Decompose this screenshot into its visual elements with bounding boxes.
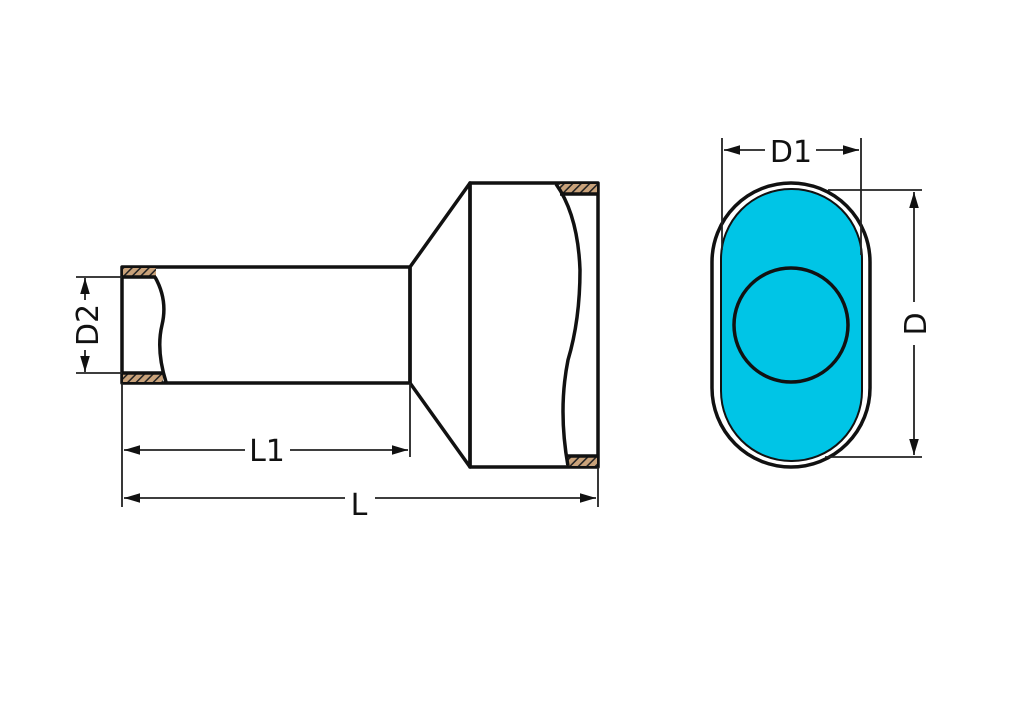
collar-inner-outline — [720, 188, 863, 462]
dimension-d1: D1 — [721, 135, 862, 255]
collar-hatch-bottom — [566, 457, 597, 466]
ferrule-side-view — [120, 181, 600, 469]
label-d1: D1 — [770, 135, 812, 170]
sleeve-hatch-top — [123, 268, 156, 277]
ferrule-front-view — [710, 181, 872, 469]
wire-entry-hole — [732, 266, 850, 384]
dimension-l1: L1 — [121, 383, 411, 507]
dimension-l: L — [123, 467, 599, 523]
label-l1: L1 — [249, 434, 285, 469]
label-d: D — [899, 312, 934, 335]
insulation-collar — [468, 181, 600, 469]
collar-outer-outline — [710, 181, 872, 469]
sleeve-hatch-bottom — [123, 373, 163, 382]
metal-sleeve — [120, 265, 412, 385]
collar-break-line — [554, 182, 582, 467]
label-l: L — [351, 488, 368, 523]
sleeve-break-line — [153, 276, 168, 383]
insulation-cone — [408, 181, 472, 469]
collar-hatch-top — [560, 184, 597, 193]
dimension-d2: D2 — [71, 276, 122, 374]
dimension-d: D — [825, 189, 934, 458]
label-d2: D2 — [71, 304, 106, 346]
